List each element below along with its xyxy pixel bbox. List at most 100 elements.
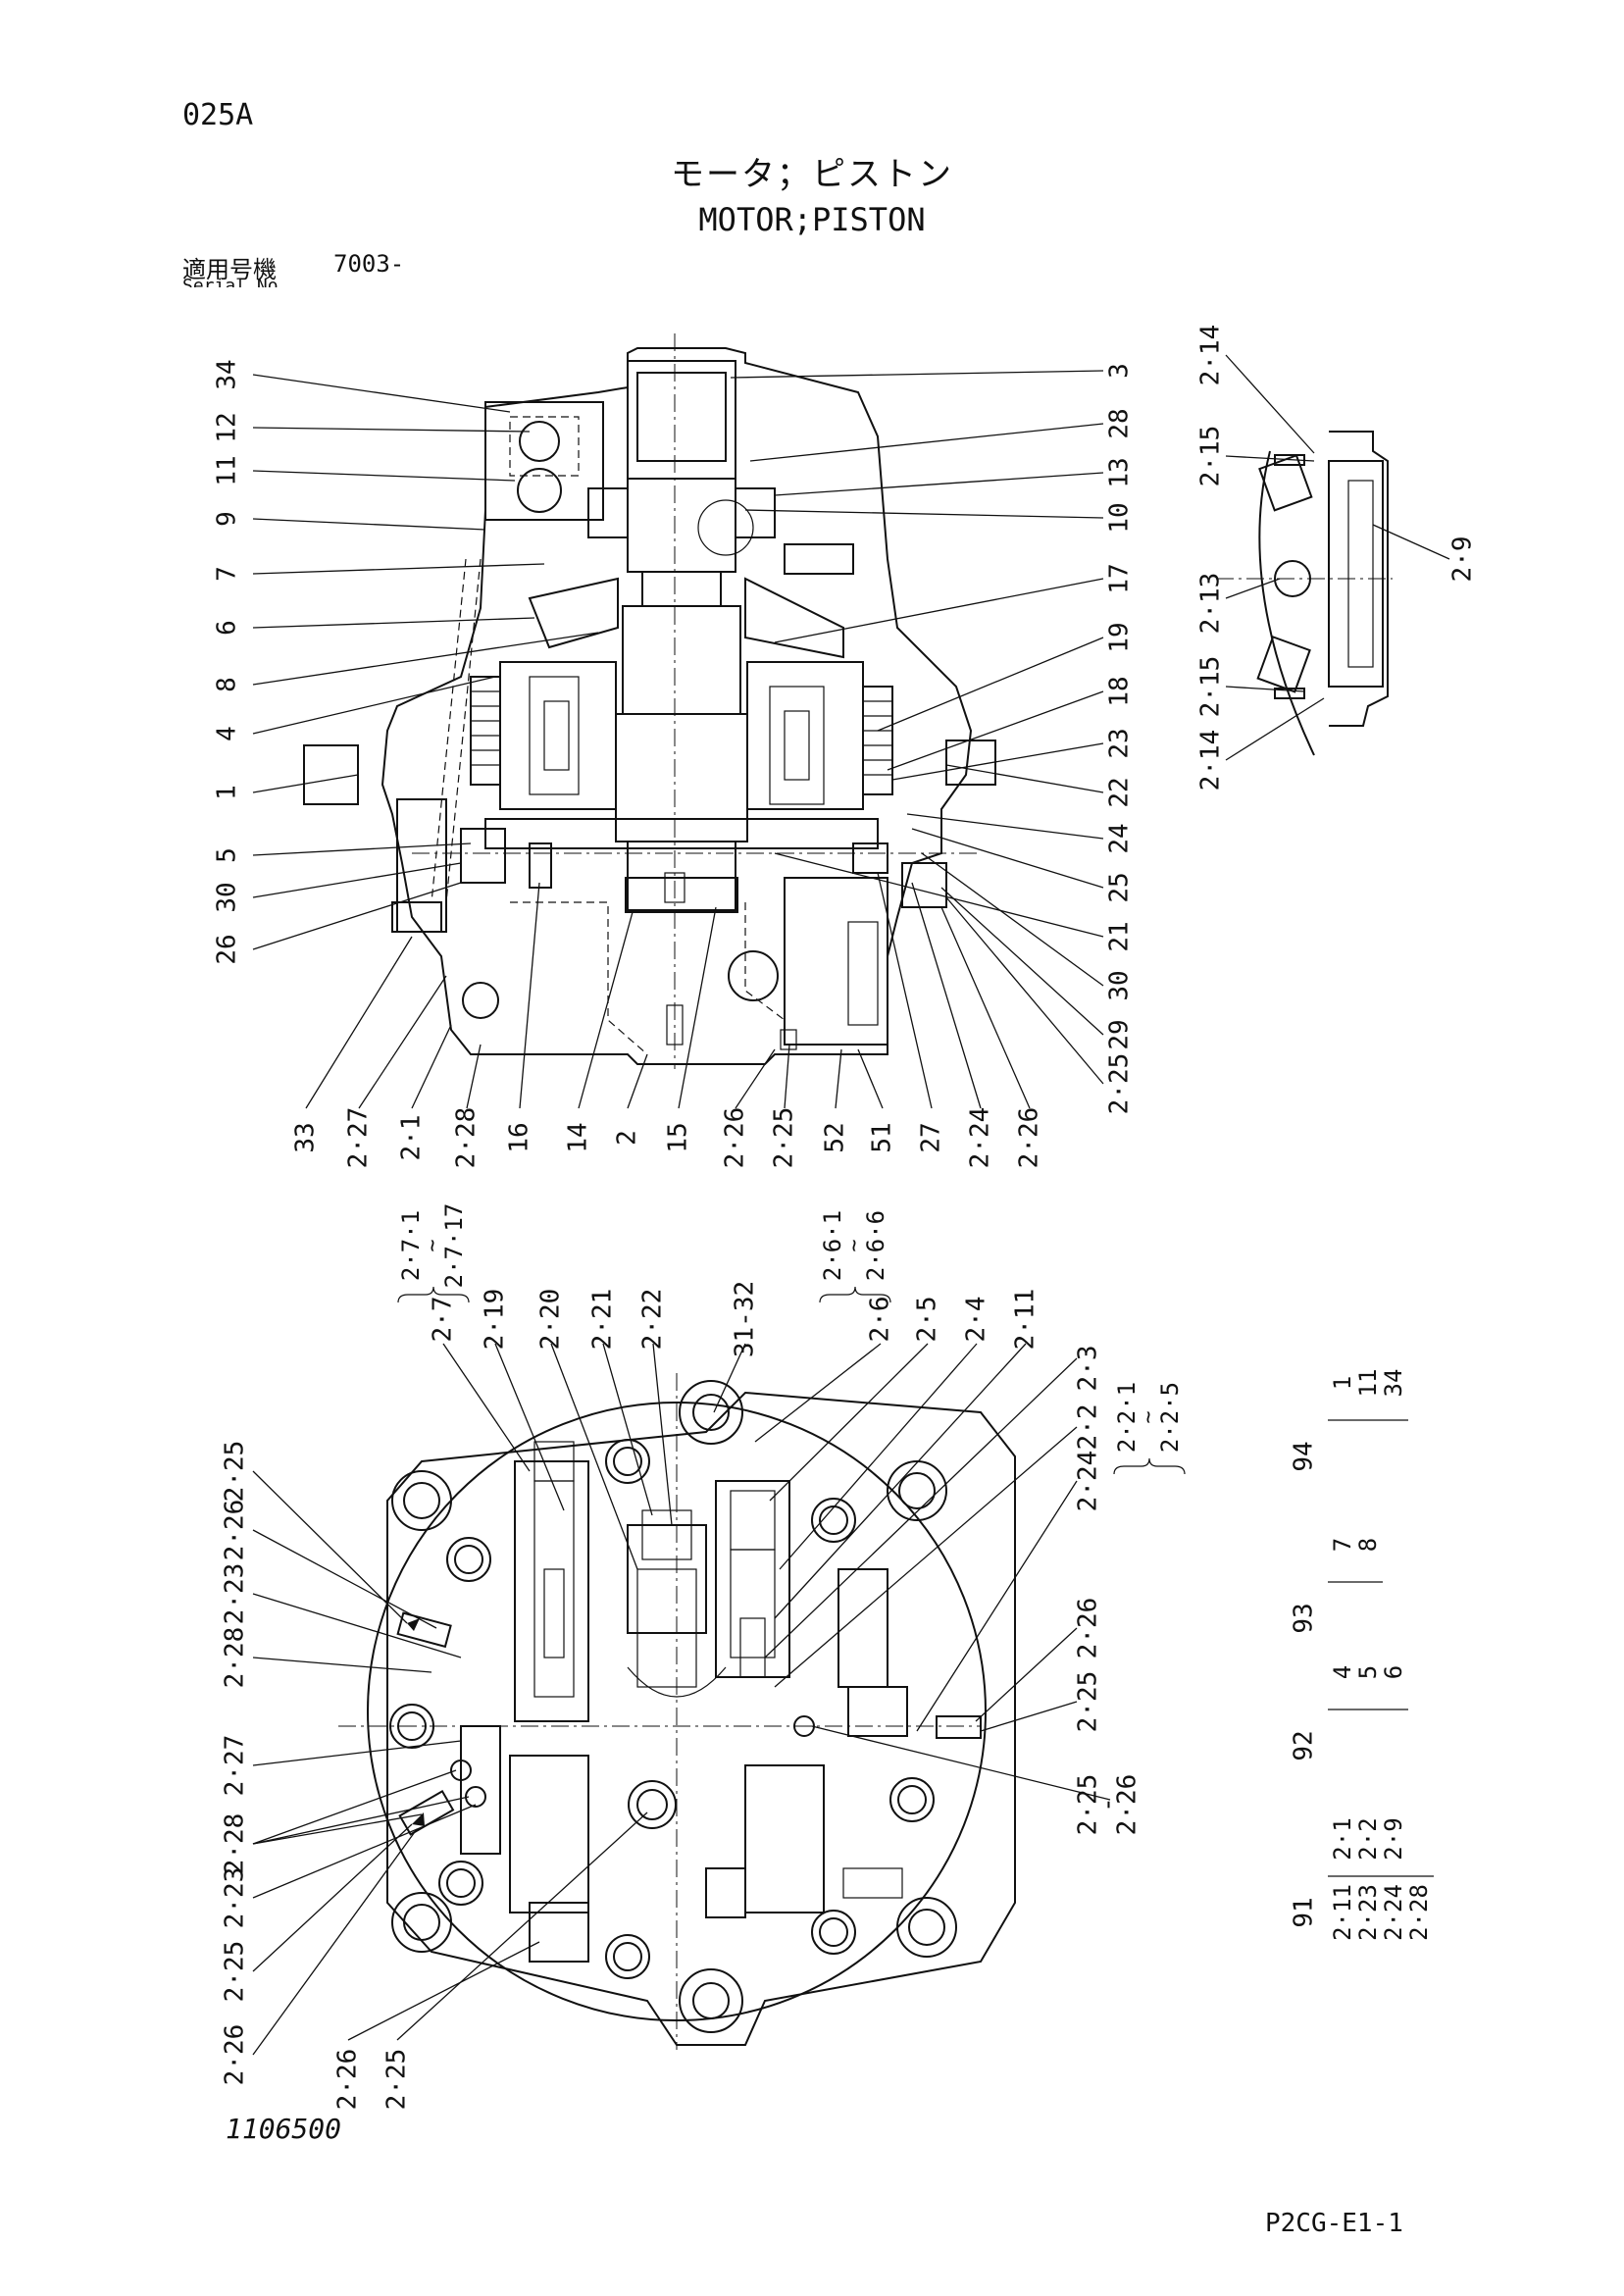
section-label-right: 23	[1105, 728, 1135, 758]
section-label-left: 5	[213, 847, 242, 863]
section-label-right: 29	[1105, 1019, 1135, 1049]
detail-label: 2·14	[1196, 325, 1226, 386]
section-label-bottom: 52	[821, 1122, 850, 1152]
end-label-left: 2·23	[221, 1867, 250, 1929]
section-label-left: 12	[213, 412, 242, 442]
section-label-bottom: 2·24	[966, 1107, 995, 1169]
sheet-code: P2CG-E1-1	[1265, 2209, 1403, 2238]
section-label-bottom: 51	[868, 1122, 897, 1152]
section-label-right: 28	[1105, 408, 1135, 438]
section-label-left: 7	[213, 566, 242, 582]
end-label-top: 2·5	[913, 1297, 942, 1343]
detail-label: 2·14	[1196, 730, 1226, 791]
detail-label: 2·15	[1196, 426, 1226, 487]
end-label-top: 31-32	[731, 1281, 760, 1357]
end-label-pair-top: 2·25	[1074, 1774, 1103, 1836]
motor-section-view	[252, 333, 1104, 1109]
group-2-6-from: 2·6·1	[819, 1210, 846, 1281]
section-label-left: 30	[213, 882, 242, 912]
section-label-bottom: 33	[291, 1122, 321, 1152]
section-leaders	[252, 370, 1104, 1109]
section-label-right: 18	[1105, 676, 1135, 706]
kit-groups: 9411134937892456912·12·22·92·112·232·242…	[1290, 1369, 1434, 1941]
part-number-labels: 3412119768415302632813101719182322242521…	[213, 325, 1478, 2111]
title-japanese: モータ；ピストン	[671, 155, 953, 194]
end-label-top: 2·6	[866, 1297, 895, 1343]
kit-number: 92	[1290, 1730, 1319, 1760]
end-label-pair-sep: -	[1093, 1797, 1123, 1812]
end-label-left: 2·25	[221, 1941, 250, 2003]
valve-detail-view	[1216, 354, 1450, 761]
section-label-left: 6	[213, 620, 242, 636]
detail-label: 2·13	[1196, 573, 1226, 635]
drawing-number: 1106500	[226, 2113, 342, 2145]
section-label-right: 13	[1105, 457, 1135, 487]
end-label-right: 2·26	[1074, 1598, 1103, 1659]
kit-part: 7	[1329, 1538, 1356, 1552]
section-label-right: 21	[1105, 921, 1135, 951]
kit-part: 2·1	[1329, 1817, 1356, 1860]
group-2-7-sep: ~	[421, 1239, 445, 1251]
end-label-left: 2·26	[221, 1500, 250, 1561]
section-label-left: 9	[213, 511, 242, 527]
motor-end-view	[252, 1343, 1111, 2056]
end-label-top: 2·2	[1074, 1404, 1103, 1451]
end-label-bottom: 2·25	[382, 2049, 412, 2111]
end-label-right: 2·25	[1074, 1671, 1103, 1733]
group-2-6-sep: ~	[842, 1239, 867, 1251]
section-label-bottom: 27	[917, 1122, 946, 1152]
end-label-left: 2·26	[221, 2024, 250, 2086]
end-label-top: 2·22	[638, 1289, 668, 1351]
end-label-top: 2·24	[1074, 1451, 1103, 1512]
serial-label-japanese: 適用号機	[182, 256, 277, 283]
brake-disc-stack-right	[862, 686, 893, 795]
kit-part: 2·28	[1405, 1884, 1433, 1941]
kit-part: 4	[1329, 1665, 1356, 1679]
section-label-right: 22	[1105, 777, 1135, 807]
end-label-top: 2·19	[481, 1289, 510, 1351]
kit-number: 91	[1290, 1897, 1319, 1927]
end-view-leaders	[252, 1343, 1111, 2056]
section-label-bottom: 14	[564, 1122, 593, 1152]
section-label-right: 25	[1105, 872, 1135, 902]
section-label-right: 30	[1105, 970, 1135, 1000]
kit-part: 2·24	[1380, 1884, 1407, 1941]
end-label-top: 2·4	[962, 1297, 991, 1343]
section-label-left: 1	[213, 785, 242, 800]
serial-value: 7003-	[333, 250, 405, 278]
kit-part: 5	[1354, 1665, 1382, 1679]
brace	[819, 1286, 891, 1303]
title-english: MOTOR;PISTON	[698, 201, 926, 238]
group-2-2-from: 2·2·1	[1113, 1382, 1141, 1453]
end-label-left: 2·25	[221, 1441, 250, 1503]
group-2-2-sep: ~	[1137, 1410, 1161, 1423]
kit-part: 34	[1380, 1369, 1407, 1398]
group-2-2-to: 2·2·5	[1156, 1382, 1184, 1453]
brace	[397, 1286, 470, 1303]
section-label-bottom: 16	[505, 1122, 534, 1152]
end-label-top: 2·20	[536, 1289, 566, 1351]
section-label-left: 11	[213, 455, 242, 485]
end-label-pair-bottom: 2·26	[1113, 1774, 1142, 1836]
group-2-7-to: 2·7·17	[440, 1203, 468, 1289]
section-label-bottom: 2·25	[770, 1107, 799, 1169]
section-label-right: 2·25	[1105, 1053, 1135, 1115]
section-label-right: 19	[1105, 622, 1135, 652]
kit-part: 8	[1354, 1538, 1382, 1552]
end-label-bottom: 2·26	[333, 2049, 363, 2111]
section-label-bottom: 2·1	[397, 1115, 427, 1161]
section-label-left: 8	[213, 677, 242, 692]
end-label-top: 2·3	[1074, 1346, 1103, 1392]
section-label-right: 17	[1105, 563, 1135, 593]
section-label-left: 4	[213, 726, 242, 741]
section-label-bottom: 2	[613, 1130, 642, 1146]
brace	[1113, 1457, 1186, 1475]
kit-part: 6	[1380, 1665, 1407, 1679]
section-label-bottom: 2·28	[452, 1107, 482, 1169]
serial-label-english: Serial No.	[182, 278, 288, 287]
kit-part: 2·2	[1354, 1817, 1382, 1860]
end-label-left: 2·28	[221, 1627, 250, 1689]
group-2-6-to: 2·6·6	[862, 1210, 889, 1281]
